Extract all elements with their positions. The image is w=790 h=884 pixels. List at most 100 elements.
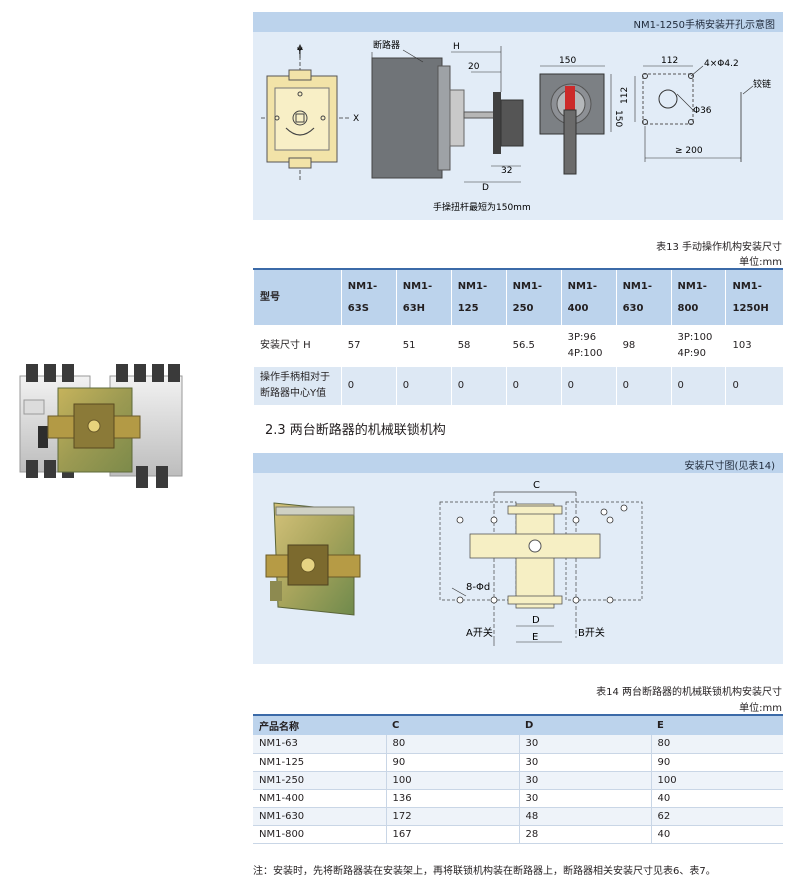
table-cell: 103 xyxy=(725,325,783,367)
hinge-label: 铰链 xyxy=(753,78,771,90)
table13-unit: 单位:mm xyxy=(739,257,782,268)
table-cell: 48 xyxy=(518,807,651,826)
switch-a-label: A开关 xyxy=(466,626,493,639)
switch-b-label: B开关 xyxy=(578,626,605,639)
interlock-product-photo xyxy=(19,364,183,488)
table-row: NM1-400 136 30 40 xyxy=(253,789,783,808)
cutout-view xyxy=(634,65,754,162)
table-cell: 58 xyxy=(450,325,507,367)
dim-112-side: 112 xyxy=(620,87,630,104)
dim-C-label: C xyxy=(533,480,540,491)
table14-title: 表14 两台断路器的机械联锁机构安装尺寸 xyxy=(596,687,782,698)
section-title: 2.3 两台断路器的机械联锁机构 xyxy=(265,423,446,438)
row-label: 操作手柄相对于断路器中心Y值 xyxy=(253,367,342,405)
table-cell: 172 xyxy=(385,807,519,826)
dim-D-label: D xyxy=(482,183,489,193)
table13-header-cell: NM1-630 xyxy=(615,268,672,325)
row-label: 安装尺寸 H xyxy=(253,325,342,367)
hole-36-label: Φ36 xyxy=(693,106,712,116)
dim-150-top: 150 xyxy=(559,56,576,66)
table-cell: 136 xyxy=(385,789,519,808)
cell-line: 断路器中心Y值 xyxy=(260,388,327,399)
table-cell: 56.5 xyxy=(505,325,562,367)
table-cell: 0 xyxy=(395,367,452,405)
table-cell: 40 xyxy=(650,825,783,844)
dim-112-top: 112 xyxy=(661,56,678,66)
table13-header-cell: 型号 xyxy=(253,268,342,325)
table-cell: NM1-800 xyxy=(253,825,386,844)
breaker-label: 断路器 xyxy=(373,39,400,51)
dim-H-label: H xyxy=(453,42,460,52)
fig1-header-band: NM1-1250手柄安装开孔示意图 xyxy=(253,12,783,32)
table-cell: NM1-63 xyxy=(253,735,386,754)
fig2-header: 安装尺寸图(见表14) xyxy=(684,461,775,472)
interlock-dimension-drawing: C D E 8-Φd A开关 B开关 xyxy=(439,480,643,646)
table-cell: NM1-125 xyxy=(253,753,386,772)
side-view xyxy=(371,46,524,183)
table-cell: 0 xyxy=(340,367,397,405)
dim-150-side: 150 xyxy=(613,110,623,127)
table14-header-cell: 产品名称 xyxy=(253,714,386,735)
cell-line: 3P:96 xyxy=(567,332,597,343)
footnote: 注：安装时，先将断路器装在安装架上，再将联锁机构装在断路器上，断路器相关安装尺寸… xyxy=(253,866,716,877)
table-cell: 62 xyxy=(650,807,783,826)
table-cell: NM1-630 xyxy=(253,807,386,826)
table-cell: 167 xyxy=(385,825,519,844)
cell-line: 4P:100 xyxy=(567,348,603,359)
table-cell: NM1-250 xyxy=(253,771,386,790)
axis-x-label: X xyxy=(353,114,359,124)
table-cell: 40 xyxy=(650,789,783,808)
table13-header-cell: NM1-125 xyxy=(450,268,507,325)
table-row: NM1-800 167 28 40 xyxy=(253,825,783,844)
handle-view xyxy=(539,65,612,175)
table14-header-cell: C xyxy=(386,714,519,735)
table-row: NM1-630 172 48 62 xyxy=(253,807,783,826)
fig1-header: NM1-1250手柄安装开孔示意图 xyxy=(633,20,775,31)
table-cell: 0 xyxy=(505,367,562,405)
table-cell: 98 xyxy=(615,325,672,367)
table-cell: 30 xyxy=(518,735,651,754)
table-cell: 0 xyxy=(615,367,672,405)
table-cell: 0 xyxy=(450,367,507,405)
dim-20-label: 20 xyxy=(468,62,480,72)
cell-line: 3P:100 xyxy=(677,332,713,343)
table-row: NM1-63 80 30 80 xyxy=(253,735,783,754)
table14-header-row: 产品名称 C D E xyxy=(253,714,783,735)
table-cell: 100 xyxy=(385,771,519,790)
cell-line: 4P:90 xyxy=(677,348,707,359)
table-cell: 80 xyxy=(385,735,519,754)
table13-header-cell: NM1-400 xyxy=(560,268,617,325)
table13-header-cell: NM1-800 xyxy=(670,268,726,325)
table13-title: 表13 手动操作机构安装尺寸 xyxy=(656,242,782,253)
table-cell: 30 xyxy=(518,789,651,808)
handle-cutout-diagram: Y X 断路器 H 20 32 D 手操扭杆最短为150mm 150 150 xyxy=(261,39,771,213)
fig1-caption: 手操扭杆最短为150mm xyxy=(433,201,531,213)
table-cell: 90 xyxy=(650,753,783,772)
table-cell: 57 xyxy=(340,325,397,367)
table14-header-cell: E xyxy=(651,714,783,735)
table13-header-row: 型号 NM1-63S NM1-63H NM1-125 NM1-250 NM1-4… xyxy=(253,268,783,325)
table13-header-cell: NM1-250 xyxy=(505,268,562,325)
table-cell: 80 xyxy=(650,735,783,754)
table-cell: 100 xyxy=(650,771,783,790)
dim-200-label: ≥ 200 xyxy=(675,146,703,156)
table-cell: NM1-400 xyxy=(253,789,386,808)
table13-header-cell: NM1-63S xyxy=(340,268,397,325)
table-cell: 0 xyxy=(560,367,617,405)
table-cell: 30 xyxy=(518,753,651,772)
table-cell: 90 xyxy=(385,753,519,772)
axis-y-label: Y xyxy=(296,47,303,57)
table14: 产品名称 C D E NM1-63 80 30 80 NM1-125 90 30… xyxy=(253,714,783,844)
hole-spec-label: 4×Φ4.2 xyxy=(704,59,739,69)
table13-header-cell: NM1-1250H xyxy=(725,268,783,325)
table-cell: 0 xyxy=(670,367,726,405)
table-row: NM1-125 90 30 90 xyxy=(253,753,783,772)
dim-E-label: E xyxy=(532,632,538,643)
table-cell: 30 xyxy=(518,771,651,790)
dim-D-label: D xyxy=(532,615,540,626)
table13: 型号 NM1-63S NM1-63H NM1-125 NM1-250 NM1-4… xyxy=(253,268,783,405)
fig2-header-band: 安装尺寸图(见表14) xyxy=(253,453,783,473)
table-cell: 28 xyxy=(518,825,651,844)
table13-header-cell: NM1-63H xyxy=(395,268,452,325)
